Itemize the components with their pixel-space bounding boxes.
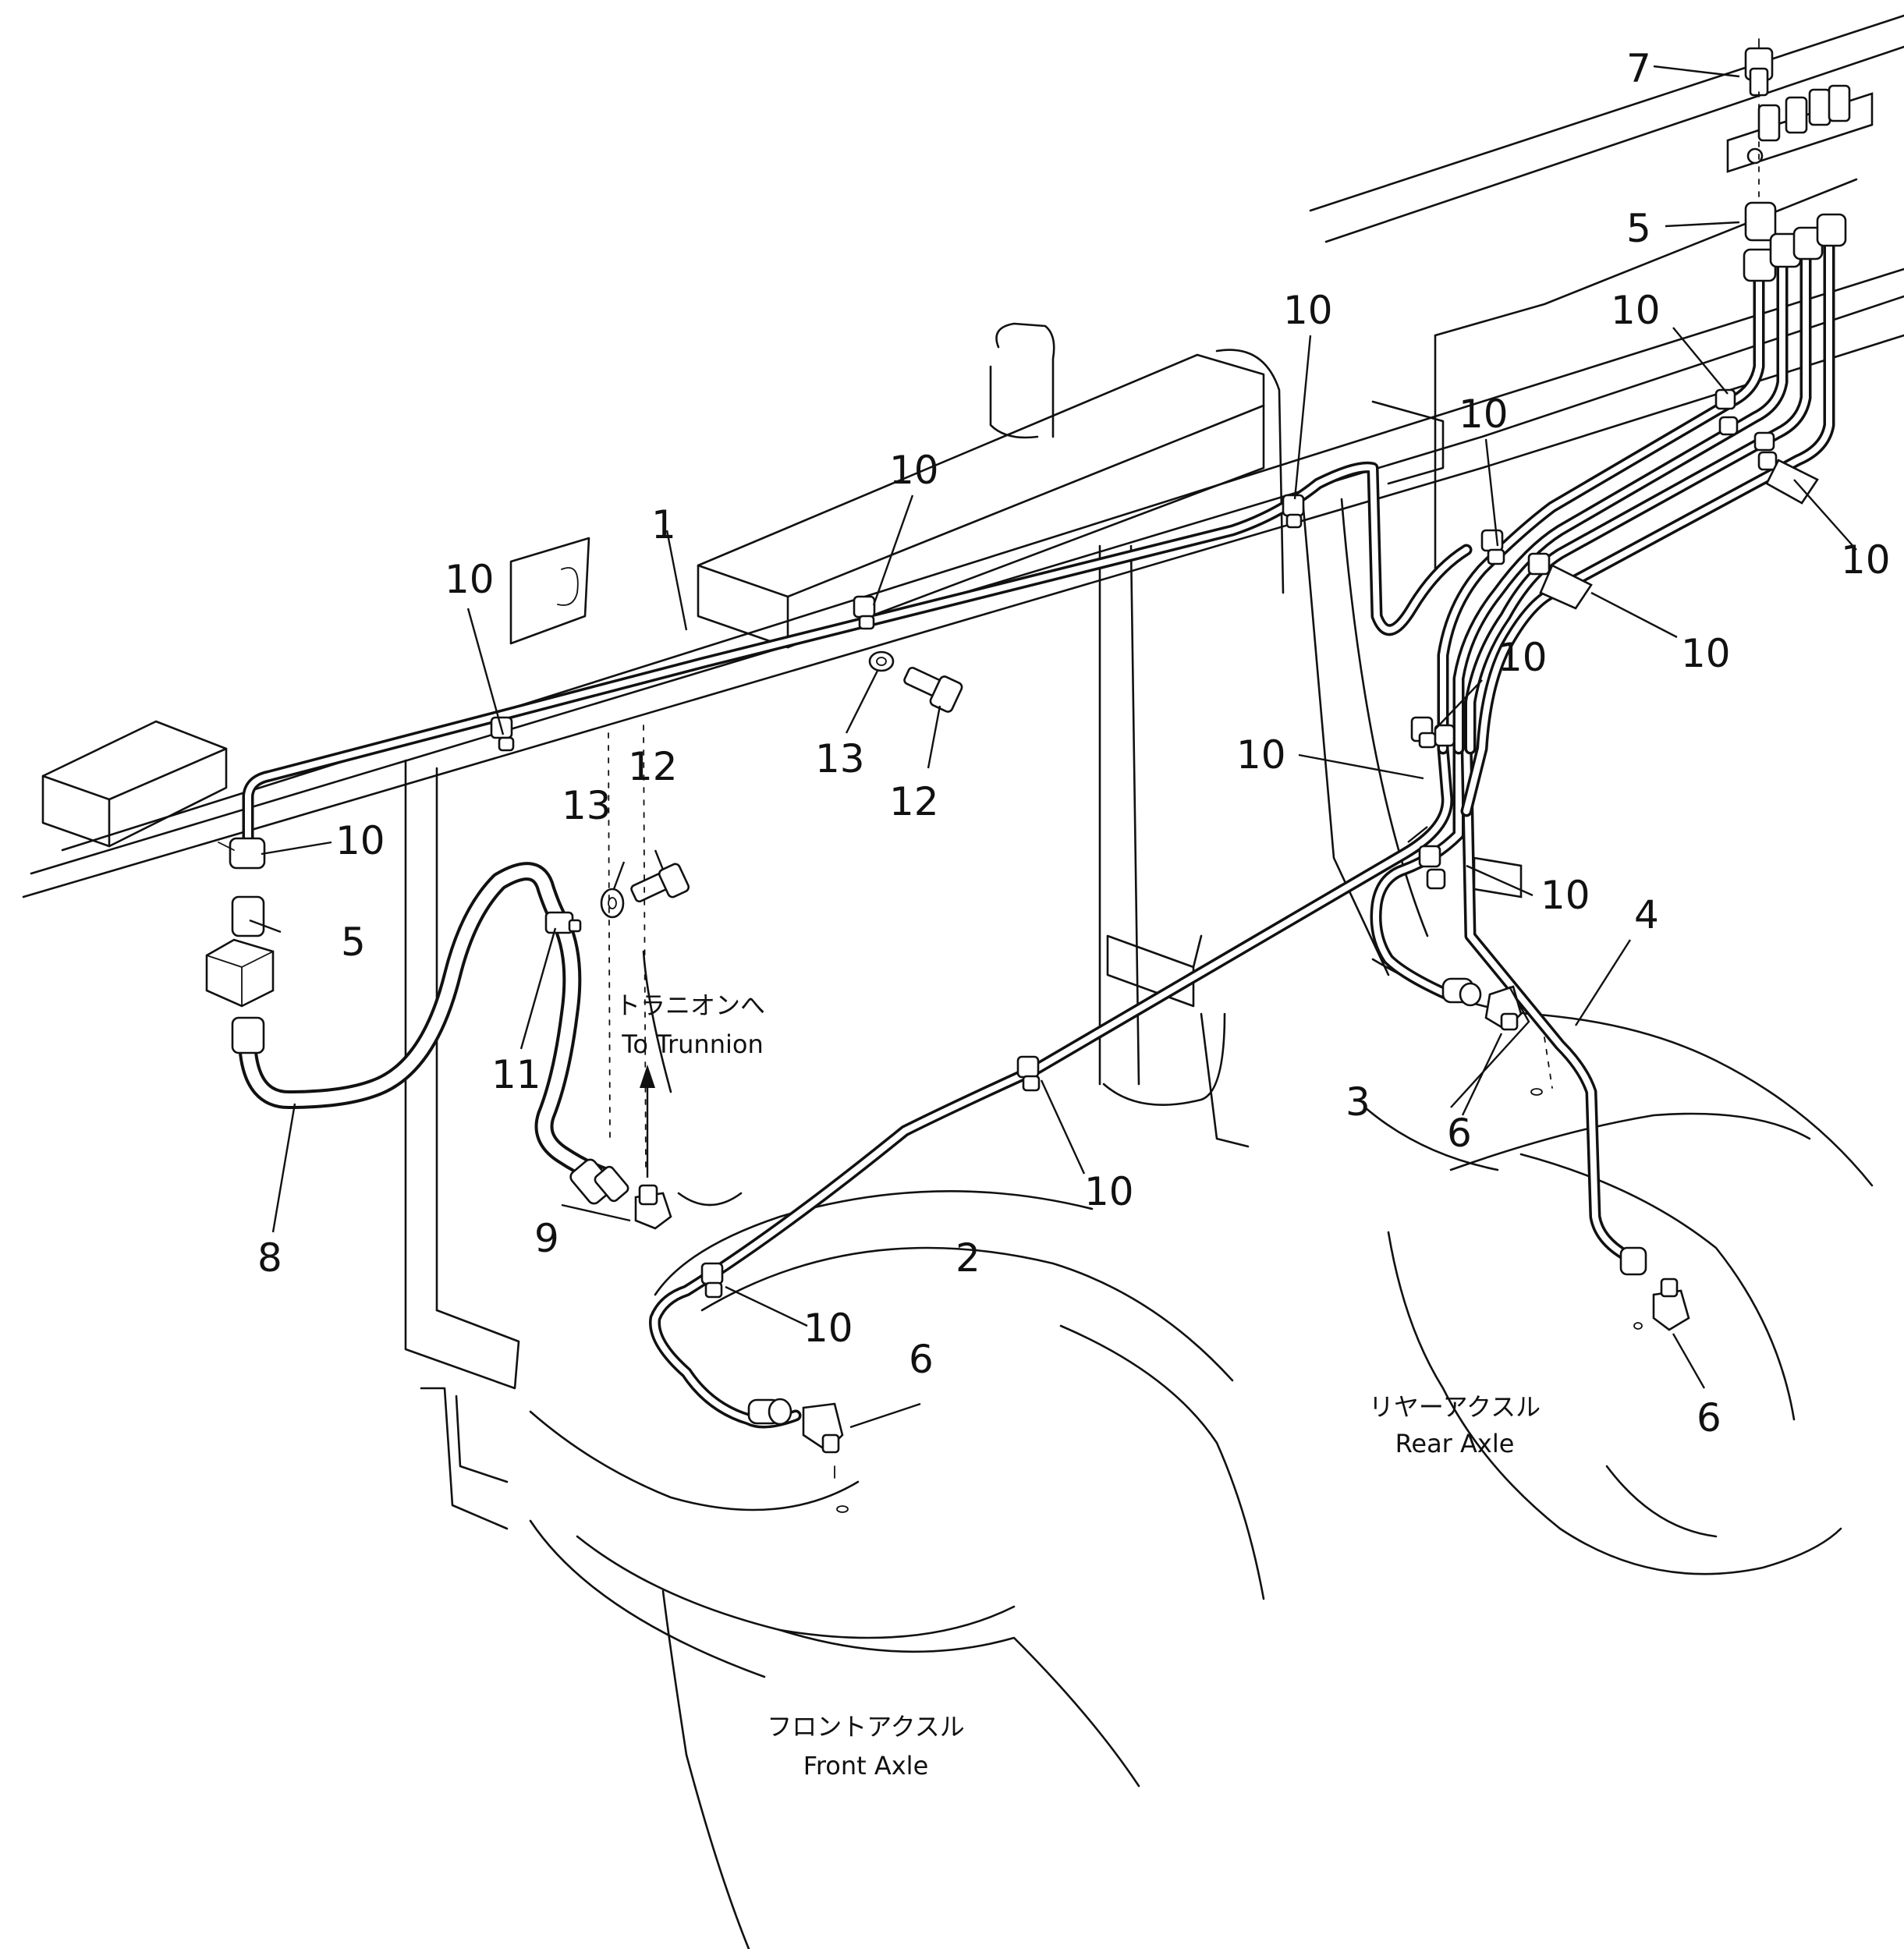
trunnion-note-jp: トラニオンへ [615,990,765,1020]
callout-6-rear-left: 6 [1447,1111,1472,1156]
callout-7: 7 [1626,46,1651,91]
bolt-12-right [903,666,963,713]
callout-12-right: 12 [889,779,939,824]
callout-6-rear-right: 6 [1697,1395,1721,1440]
leader-lines [249,65,1857,1429]
bolt-12-left [630,863,690,903]
callout-10-n: 10 [1841,537,1891,583]
clamp-10-f [1016,1055,1041,1092]
front-axle-housing [529,1190,1265,1949]
callout-10-m: 10 [803,1306,853,1351]
rear-axle-housing [1363,958,1874,1575]
pipe-2 [649,742,1453,1429]
callout-9: 9 [534,1216,559,1261]
front-axle-note-en: Front Axle [803,1751,929,1781]
callout-10-c: 10 [1283,288,1333,333]
callout-10-a: 10 [445,557,495,602]
rear-axle-note-jp: リヤーアクスル [1369,1392,1541,1422]
callouts: 1 2 3 4 5 5 6 6 6 7 8 9 10 10 10 10 10 1… [257,46,1891,1440]
pipe-4 [1460,735,1633,1262]
callout-13-right: 13 [815,736,865,781]
callout-4: 4 [1634,892,1659,937]
clamp-11 [544,911,582,934]
clamp-10-j [1714,388,1739,436]
front-axle-note-jp: フロントアクスル [767,1712,964,1742]
clamp-10-c [1282,494,1305,529]
annotations: トラニオンへ To Trunnion リヤーアクスル Rear Axle フロン… [615,990,1541,1781]
callout-5-right: 5 [1626,206,1651,251]
fittings [205,38,1874,1513]
trunnion-note-en: To Trunnion [621,1029,763,1059]
elbow-6-rear-right [1652,1277,1690,1331]
callout-12-left: 12 [628,744,678,789]
callout-1: 1 [651,502,676,547]
elbow-9 [634,1184,672,1230]
callout-13-left: 13 [562,783,612,828]
clamp-10-k [1753,431,1819,505]
clamp-10-i [1527,552,1593,610]
callout-6-front: 6 [909,1337,934,1382]
callout-10-e: 10 [1611,288,1661,333]
hose-8 [239,862,571,1109]
grease-nipple-7 [1744,38,1774,97]
pipe-1 [242,461,1473,849]
callout-10-d: 10 [1459,392,1509,437]
elbow-6-rear-left [1484,985,1523,1031]
callout-10-g: 10 [1681,631,1731,676]
callout-10-j: 10 [1541,873,1590,918]
clamp-10-g [700,1262,724,1299]
clamp-10-d [1410,716,1455,749]
grease-manifold [1726,84,1874,173]
callout-3: 3 [1346,1079,1370,1125]
callout-2: 2 [956,1235,980,1281]
callout-10-h: 10 [1498,635,1548,680]
clamp-10-l [1473,856,1523,898]
hose-11 [534,915,618,1187]
callout-10-i: 10 [1236,732,1286,778]
pipe-bundle [1437,220,1835,817]
rear-axle-note-en: Rear Axle [1395,1429,1515,1458]
callout-10-l: 10 [1084,1169,1134,1214]
callout-10-k: 10 [335,818,385,863]
callout-11: 11 [491,1052,541,1097]
elbow-6-front [802,1402,844,1454]
callout-8: 8 [257,1235,282,1281]
callout-5-left: 5 [341,920,366,965]
clamp-10-b [853,595,876,630]
clamp-10-e [1418,845,1446,890]
callout-10-b: 10 [889,448,939,493]
